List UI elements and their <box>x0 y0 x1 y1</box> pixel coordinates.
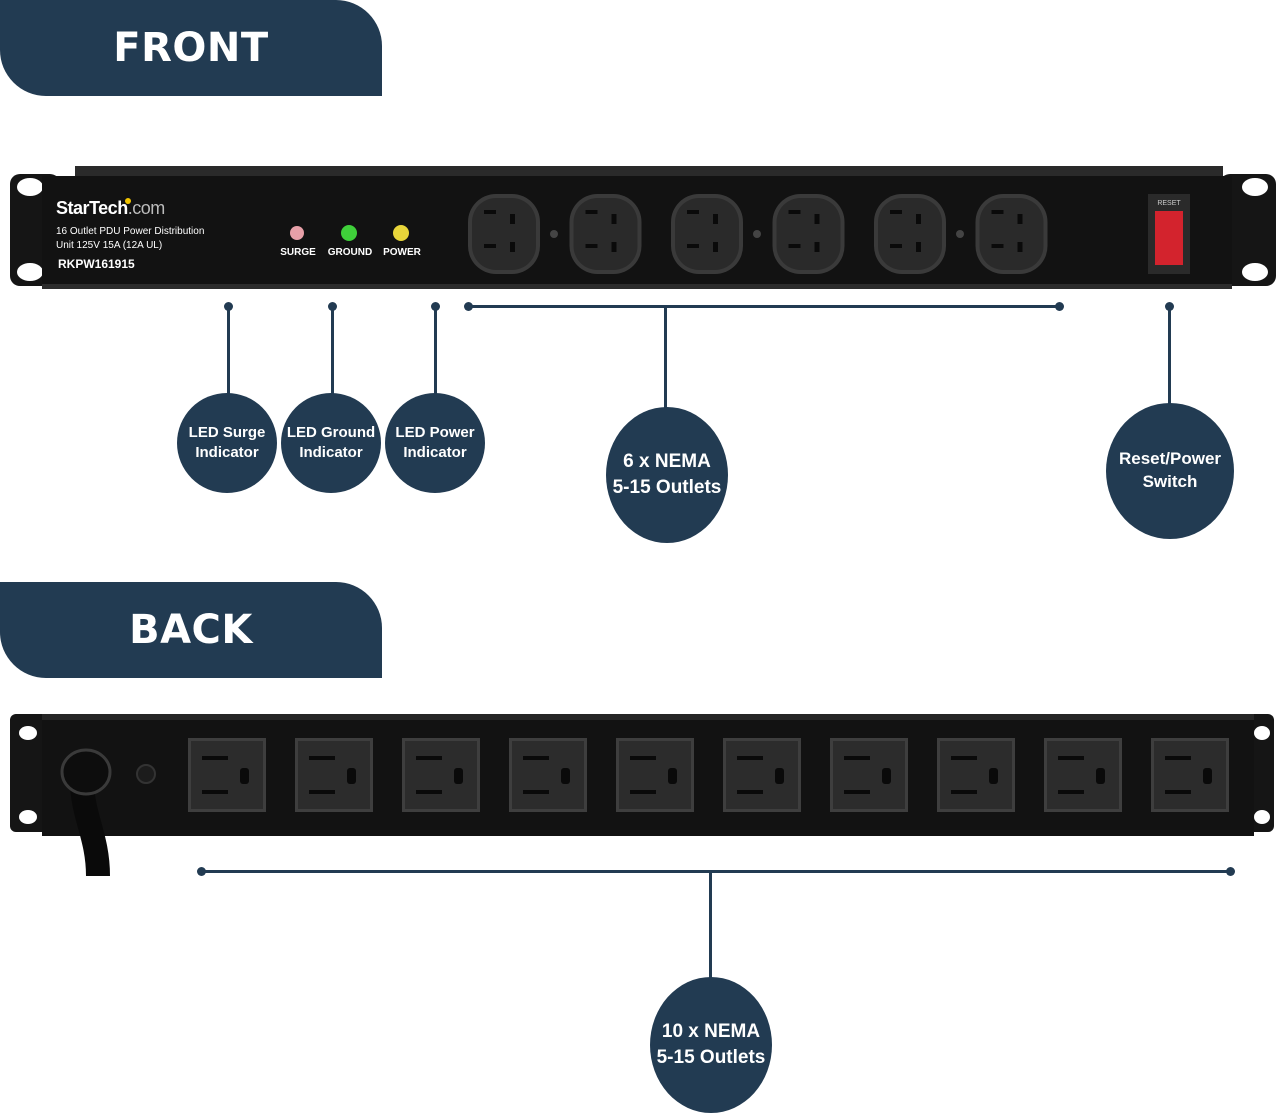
front-unit-description-line1: 16 Outlet PDU Power Distribution <box>56 226 204 237</box>
led-surge-label: SURGE <box>280 247 316 258</box>
led-ground-callout: LED Ground Indicator <box>281 393 381 493</box>
back-pdu-panel <box>10 714 1274 876</box>
back-outlet[interactable] <box>723 738 801 812</box>
brand-logo-dot <box>125 198 131 204</box>
front-outlet[interactable] <box>569 194 642 274</box>
led-surge-pointer-line <box>227 306 230 396</box>
front-section-title: FRONT <box>0 0 382 96</box>
front-right-mounting-hole-bottom <box>1242 263 1268 281</box>
front-left-mounting-hole-top <box>17 178 43 196</box>
front-outlets-bracket-line <box>468 305 1060 308</box>
front-outlets-callout: 6 x NEMA 5-15 Outlets <box>606 407 728 543</box>
back-outlet[interactable] <box>830 738 908 812</box>
back-outlet[interactable] <box>295 738 373 812</box>
back-right-mounting-hole-bottom <box>1254 810 1270 824</box>
back-outlet[interactable] <box>402 738 480 812</box>
ground-screw <box>136 764 156 784</box>
led-power-pointer-line <box>434 306 437 396</box>
back-outlets-callout: 10 x NEMA 5-15 Outlets <box>650 977 772 1113</box>
back-left-mounting-hole-bottom <box>19 810 37 824</box>
front-outlet[interactable] <box>671 194 743 274</box>
led-ground-light <box>341 225 357 241</box>
front-outlet[interactable] <box>772 194 845 274</box>
led-power-label: POWER <box>383 247 422 258</box>
back-outlet[interactable] <box>1044 738 1122 812</box>
front-outlet[interactable] <box>975 194 1048 274</box>
back-outlet[interactable] <box>509 738 587 812</box>
front-outlet[interactable] <box>874 194 946 274</box>
reset-power-switch[interactable] <box>1155 211 1183 265</box>
back-left-mounting-ear <box>10 714 50 832</box>
led-ground-pointer-line <box>331 306 334 396</box>
led-power-light <box>393 225 409 241</box>
front-pdu-panel: StarTech.com 16 Outlet PDU Power Distrib… <box>10 166 1276 289</box>
front-outlet[interactable] <box>468 194 540 274</box>
switch-pointer-line <box>1168 306 1171 406</box>
led-surge-callout: LED Surge Indicator <box>177 393 277 493</box>
reset-switch-label: RESET <box>1157 200 1181 207</box>
back-right-mounting-hole-top <box>1254 726 1270 740</box>
back-left-mounting-hole-top <box>19 726 37 740</box>
switch-callout: Reset/Power Switch <box>1106 403 1234 539</box>
power-cord-grommet <box>60 748 112 796</box>
front-outlets-pointer-line <box>664 306 667 412</box>
led-surge-light <box>290 226 304 240</box>
front-model-number: RKPW161915 <box>58 257 135 271</box>
back-outlet[interactable] <box>616 738 694 812</box>
front-right-mounting-hole-top <box>1242 178 1268 196</box>
front-brand-logo: StarTech.com <box>56 198 165 218</box>
back-outlet[interactable] <box>188 738 266 812</box>
back-outlets-pointer-line <box>709 871 712 981</box>
back-section-title: BACK <box>0 582 382 678</box>
back-outlet[interactable] <box>1151 738 1229 812</box>
front-left-mounting-hole-bottom <box>17 263 43 281</box>
led-ground-label: GROUND <box>328 247 372 258</box>
front-unit-description-line2: Unit 125V 15A (12A UL) <box>56 240 162 251</box>
led-power-callout: LED Power Indicator <box>385 393 485 493</box>
front-right-mounting-ear <box>1220 174 1276 286</box>
back-outlets-bracket-line <box>201 870 1231 873</box>
back-outlet[interactable] <box>937 738 1015 812</box>
